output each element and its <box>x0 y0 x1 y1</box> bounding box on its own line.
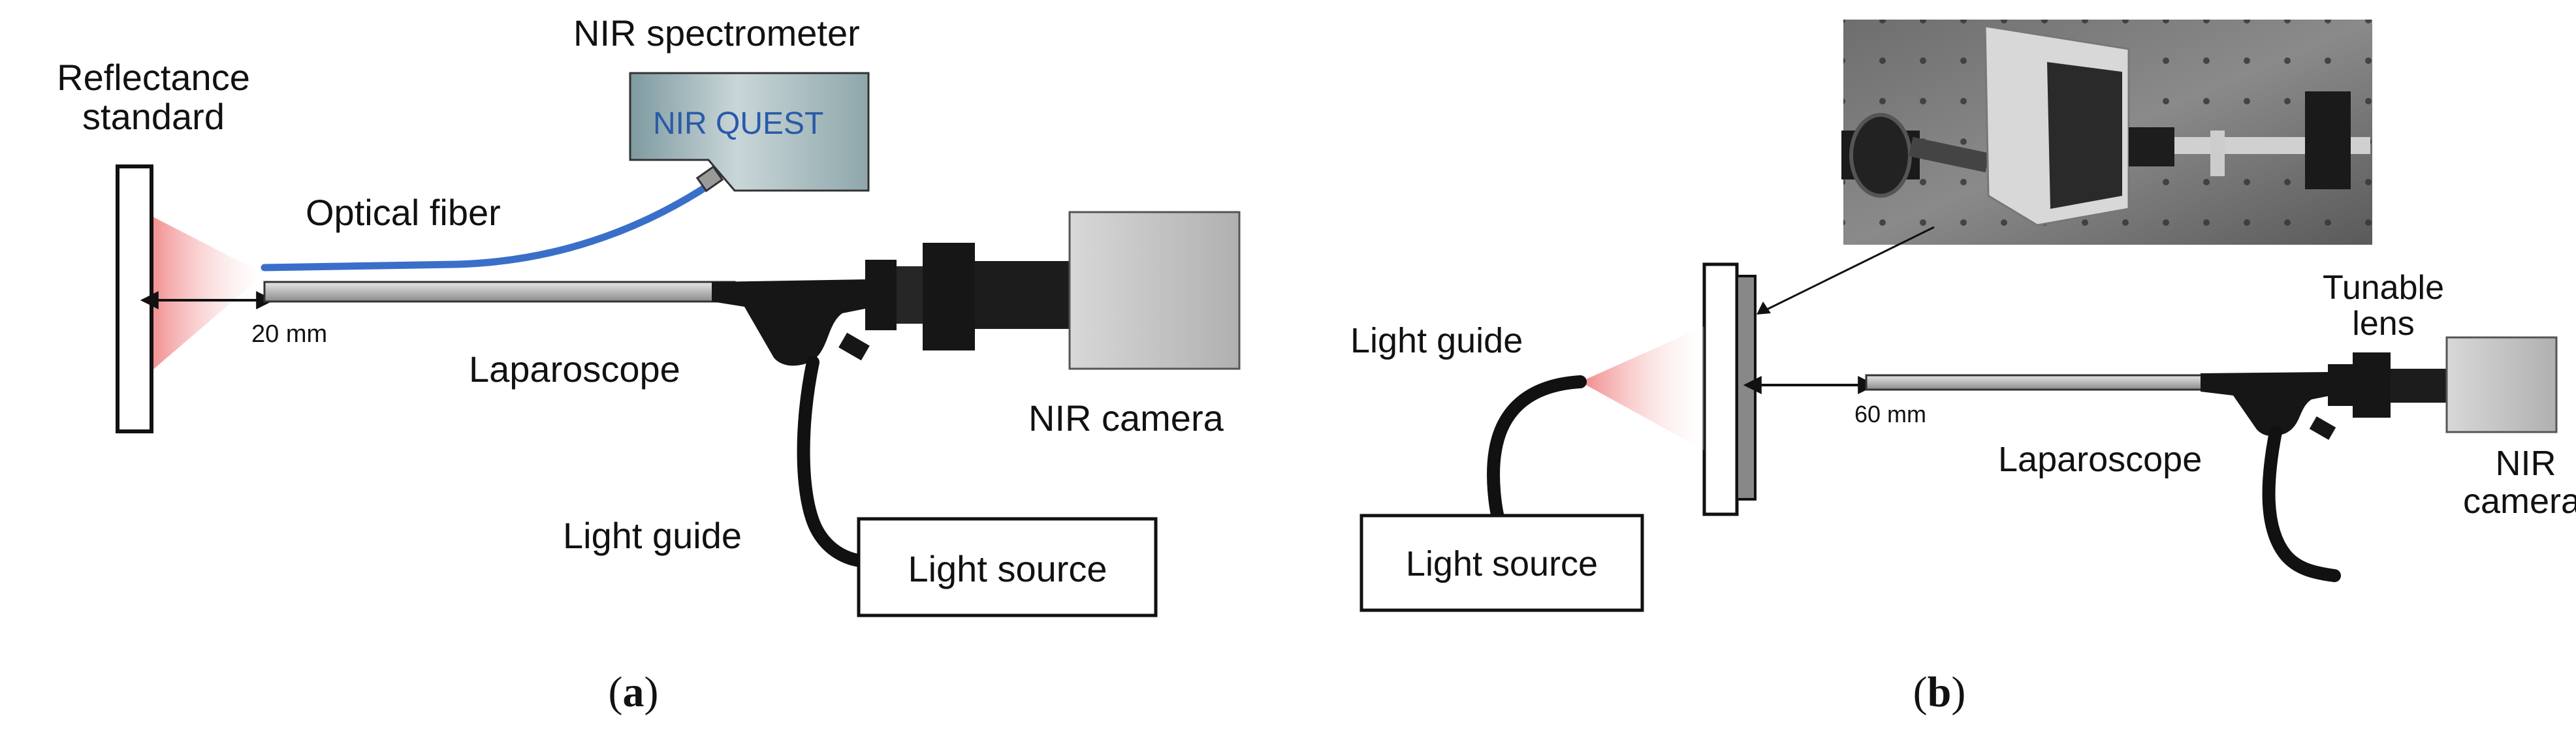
light-guide-cable-b2 <box>2262 426 2341 582</box>
nir-camera-label-a: NIR camera <box>1028 397 1224 439</box>
spectrometer-brand-label: NIR QUEST <box>653 106 823 141</box>
reflectance-standard-label-1: Reflectance <box>57 57 250 98</box>
coupler-a2 <box>897 266 923 324</box>
optical-fiber <box>261 180 714 271</box>
light-source-box-b <box>1360 514 1644 612</box>
light-guide-cable-a <box>797 356 875 568</box>
light-cone-a <box>150 215 264 372</box>
nir-camera-a <box>1068 211 1241 370</box>
light-guide-label-a: Light guide <box>563 515 742 556</box>
laparoscope-handle-a <box>712 279 868 366</box>
handle-stub-b <box>2309 416 2336 441</box>
nir-camera-label-b-1: NIR <box>2496 444 2556 483</box>
nir-spectrometer-body <box>629 72 870 192</box>
light-cone-b <box>1580 326 1704 450</box>
nir-spectrometer-label: NIR spectrometer <box>573 12 860 54</box>
laparoscope-tube-b <box>1865 374 2214 391</box>
distance-label-b: 60 mm <box>1854 401 1926 427</box>
coupler-a4 <box>975 261 1070 329</box>
distance-label-a: 20 mm <box>251 320 327 348</box>
inset-pointer-head <box>1757 302 1771 315</box>
inset-pointer <box>1761 226 1935 313</box>
laparoscope-handle-b <box>2201 372 2331 437</box>
light-guide-cable-b <box>1487 375 1587 529</box>
setup-photo-inset <box>1841 20 2372 245</box>
panel-a: 20 mm NIR QUEST Reflectance standard NIR… <box>57 12 1241 716</box>
tunable-lens-label-1: Tunable <box>2323 269 2444 307</box>
laparoscope-label-b: Laparoscope <box>1998 440 2202 479</box>
coupler-b1 <box>2328 364 2353 406</box>
coupler-a1 <box>865 260 897 330</box>
nir-camera-label-b-2: camera <box>2463 482 2576 521</box>
reflectance-standard <box>116 164 153 433</box>
light-source-label-a: Light source <box>908 548 1107 589</box>
light-source-box-a <box>857 517 1158 617</box>
target-front-b <box>1702 262 1739 516</box>
reflectance-standard-label-2: standard <box>82 96 225 137</box>
optical-fiber-label: Optical fiber <box>306 192 501 233</box>
nir-camera-b <box>2445 336 2558 433</box>
light-guide-label-b: Light guide <box>1350 321 1523 360</box>
laparoscope-tube-a <box>263 281 736 303</box>
target-back-b <box>1736 275 1757 501</box>
coupler-b3 <box>2391 369 2447 403</box>
coupler-a3 <box>923 243 975 350</box>
light-source-label-b: Light source <box>1406 544 1598 583</box>
laparoscope-label-a: Laparoscope <box>469 349 680 390</box>
fiber-connector <box>695 165 724 193</box>
handle-stub-a <box>838 332 870 361</box>
tunable-lens-label-2: lens <box>2352 305 2414 343</box>
panel-b: 60 mm Tunable lens Light guide Laparosco… <box>1350 20 2576 716</box>
coupler-b2 <box>2353 352 2391 418</box>
caption-a: (a) <box>609 668 659 716</box>
caption-b: (b) <box>1913 668 1966 716</box>
